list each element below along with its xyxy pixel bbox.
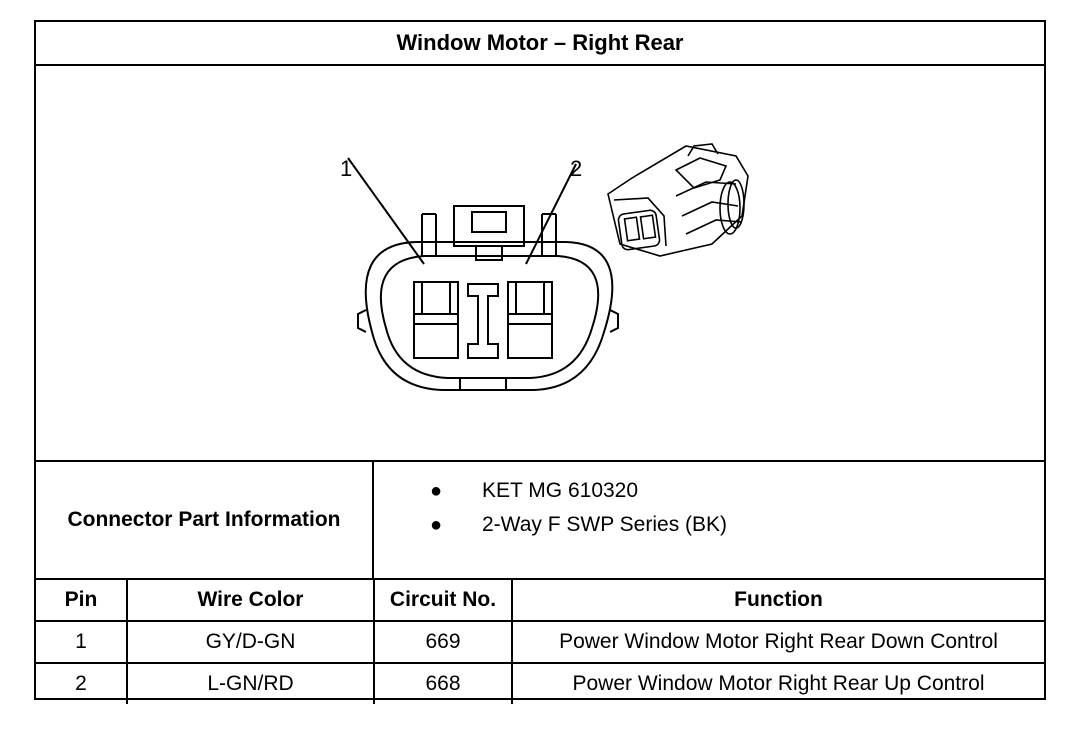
connector-face-drawing [347,143,749,391]
cell-circuit: 669 [373,620,513,664]
connector-info-text: 2-Way F SWP Series (BK) [482,513,728,536]
connector-info-item: ● KET MG 610320 [374,474,1044,508]
connector-info-text: KET MG 610320 [482,479,639,502]
connector-info-item: ● 2-Way F SWP Series (BK) [374,508,1044,542]
bullet-icon: ● [429,513,443,536]
cell-circuit: 668 [373,662,513,704]
pin-table: Pin Wire Color Circuit No. Function 1 GY… [36,578,1044,704]
connector-info-label: Connector Part Information [36,462,374,578]
table-row: 1 GY/D-GN 669 Power Window Motor Right R… [36,620,1044,664]
header-wire-color: Wire Color [126,578,375,622]
cell-function: Power Window Motor Right Rear Down Contr… [511,620,1044,664]
callout-pin-1: 1 [340,156,353,181]
connector-diagram: 1 2 [36,66,1044,460]
connector-info-row: Connector Part Information ● KET MG 6103… [36,460,1044,578]
page-title: Window Motor – Right Rear [36,22,1044,66]
connector-sheet: Window Motor – Right Rear [34,20,1046,704]
cell-wire-color: L-GN/RD [126,662,375,704]
callout-pin-2: 2 [570,156,583,181]
pin-table-header: Pin Wire Color Circuit No. Function [36,578,1044,622]
table-row: 2 L-GN/RD 668 Power Window Motor Right R… [36,662,1044,704]
connector-info-list: ● KET MG 610320 ● 2-Way F SWP Series (BK… [374,462,1044,578]
connector-isometric-view [607,143,749,257]
cell-wire-color: GY/D-GN [126,620,375,664]
header-circuit: Circuit No. [373,578,513,622]
header-pin: Pin [36,578,128,622]
bullet-icon: ● [429,479,443,502]
header-function: Function [511,578,1044,622]
cell-pin: 2 [36,662,128,704]
cell-function: Power Window Motor Right Rear Up Control [511,662,1044,704]
cell-pin: 1 [36,620,128,664]
